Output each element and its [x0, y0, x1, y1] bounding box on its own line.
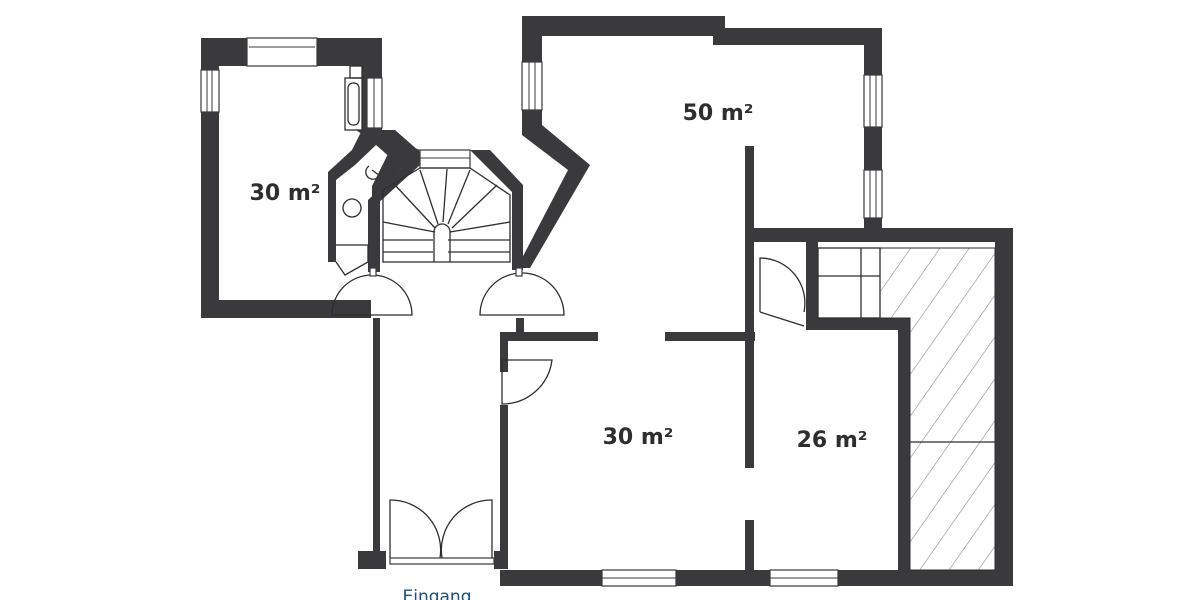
door-northwest-room[interactable]	[331, 267, 413, 316]
area-label-east: 26 m²	[797, 428, 868, 453]
door-center-room[interactable]	[501, 359, 553, 405]
room-northwest-walls	[200, 37, 383, 318]
entrance-label: Eingang	[402, 587, 471, 600]
window	[521, 61, 543, 111]
door-east-room[interactable]	[759, 257, 806, 327]
area-label-center: 30 m²	[603, 425, 674, 450]
entrance-double-door[interactable]	[389, 499, 495, 565]
room-east-walls	[806, 228, 1013, 586]
window	[200, 69, 220, 113]
door-north-room[interactable]	[479, 267, 565, 316]
area-label-north: 50 m²	[683, 101, 754, 126]
hatched-terrace-icon	[879, 247, 996, 571]
storage-grid	[817, 247, 881, 319]
window	[246, 37, 318, 67]
area-label-northwest: 30 m²	[250, 181, 321, 206]
entrance-corridor-walls	[358, 318, 598, 569]
window	[863, 169, 883, 219]
bathtub-icon	[344, 65, 363, 131]
window	[863, 74, 883, 128]
room-north-walls	[520, 16, 1013, 468]
sink-icon	[342, 198, 362, 218]
room-center-walls	[500, 332, 1013, 587]
spiral-staircase-icon	[372, 140, 523, 272]
